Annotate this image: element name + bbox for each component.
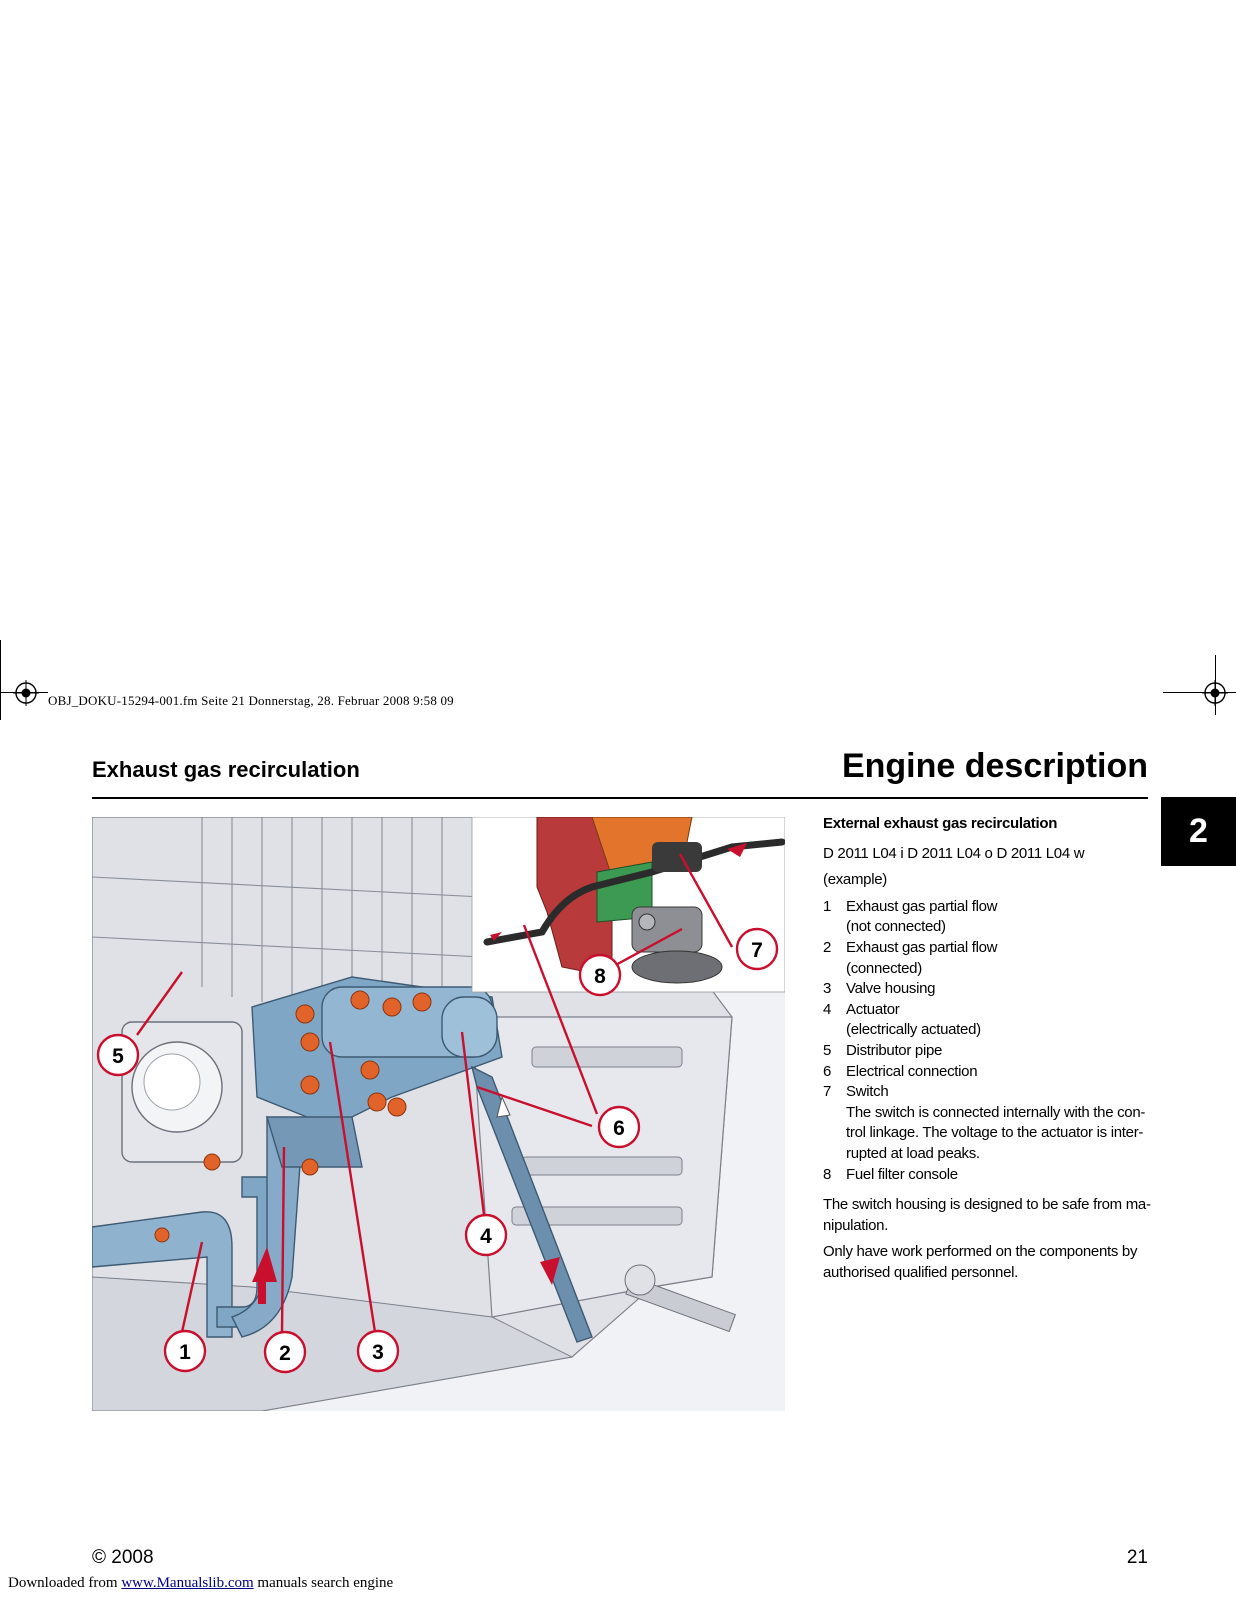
registration-mark-left-icon bbox=[13, 680, 39, 706]
legend-number: 3 bbox=[823, 980, 832, 998]
example-note: (example) bbox=[823, 871, 887, 889]
section-title: Exhaust gas recirculation bbox=[92, 757, 360, 782]
svg-text:5: 5 bbox=[112, 1045, 124, 1068]
tamper-note: The switch housing is designed to be saf… bbox=[823, 1195, 1153, 1236]
tamper-note-line: The switch housing is designed to be saf… bbox=[823, 1196, 1151, 1214]
legend-text: Valve housing bbox=[846, 980, 936, 998]
legend-item: 4 Actuator (electrically actuated) bbox=[823, 1000, 1153, 1041]
svg-text:1: 1 bbox=[179, 1341, 191, 1364]
bolts bbox=[154, 990, 432, 1243]
flow-arrows bbox=[252, 1095, 560, 1304]
legend-text: (connected) bbox=[846, 959, 922, 977]
svg-text:6: 6 bbox=[613, 1117, 625, 1140]
legend-item: 5 Distributor pipe bbox=[823, 1041, 1153, 1062]
legend-item: 8 Fuel filter console bbox=[823, 1165, 1153, 1186]
legend-number: 6 bbox=[823, 1062, 832, 1080]
header-rule bbox=[92, 797, 1148, 799]
egr-illustration: 1 2 3 4 5 6 7 8 bbox=[92, 817, 785, 1411]
legend-text: Electrical connection bbox=[846, 1062, 978, 1080]
legend-number: 1 bbox=[823, 897, 832, 915]
legend-text: rupted at load peaks. bbox=[846, 1144, 980, 1162]
legend-text: (electrically actuated) bbox=[846, 1021, 981, 1039]
legend-number: 8 bbox=[823, 1165, 832, 1183]
registration-mark-right-icon bbox=[1202, 680, 1228, 706]
page-number: 21 bbox=[1126, 1547, 1148, 1568]
personnel-note-line: Only have work performed on the componen… bbox=[823, 1243, 1138, 1261]
svg-text:3: 3 bbox=[372, 1341, 384, 1364]
tamper-note-line: nipulation. bbox=[823, 1216, 889, 1234]
chapter-title: Engine description bbox=[841, 747, 1148, 785]
legend-number: 7 bbox=[823, 1083, 832, 1101]
legend-text: The switch is connected internally with … bbox=[846, 1103, 1146, 1121]
engine-models: D 2011 L04 i D 2011 L04 o D 2011 L04 w bbox=[823, 844, 1085, 862]
svg-text:4: 4 bbox=[480, 1225, 492, 1248]
callout-leaders bbox=[136, 853, 734, 1333]
legend-text: Exhaust gas partial flow bbox=[846, 897, 998, 915]
legend-item: 2 Exhaust gas partial flow (connected) bbox=[823, 938, 1153, 979]
description-column: External exhaust gas recirculation D 201… bbox=[823, 814, 1153, 1283]
personnel-note-line: authorised qualified personnel. bbox=[823, 1263, 1019, 1281]
download-notice: Downloaded from www.Manualslib.com manua… bbox=[8, 1575, 393, 1592]
svg-text:2: 2 bbox=[279, 1342, 291, 1365]
copyright: © 2008 bbox=[92, 1547, 154, 1568]
manualslib-link[interactable]: www.Manualslib.com bbox=[121, 1575, 254, 1591]
legend-text: Switch bbox=[846, 1083, 889, 1101]
legend-number: 2 bbox=[823, 938, 832, 956]
description-heading: External exhaust gas recirculation bbox=[823, 815, 1058, 832]
svg-text:7: 7 bbox=[751, 939, 763, 962]
callout-5: 5 bbox=[96, 1033, 140, 1077]
download-prefix: Downloaded from bbox=[8, 1575, 122, 1591]
print-header: OBJ_DOKU-15294-001.fm Seite 21 Donnersta… bbox=[48, 693, 454, 708]
legend-text: trol linkage. The voltage to the actuato… bbox=[846, 1124, 1144, 1142]
legend-text: (not connected) bbox=[846, 918, 946, 936]
callout-7: 7 bbox=[735, 927, 779, 971]
callout-8: 8 bbox=[578, 953, 622, 997]
download-suffix: manuals search engine bbox=[253, 1575, 394, 1591]
callout-4: 4 bbox=[464, 1213, 508, 1257]
callout-2: 2 bbox=[263, 1330, 307, 1374]
legend-text: Actuator bbox=[846, 1000, 900, 1018]
legend-text: Exhaust gas partial flow bbox=[846, 938, 998, 956]
callout-1: 1 bbox=[163, 1329, 207, 1373]
legend-number: 4 bbox=[823, 1000, 832, 1018]
legend-item: 1 Exhaust gas partial flow (not connected… bbox=[823, 897, 1153, 938]
legend-list: 1 Exhaust gas partial flow (not connected… bbox=[823, 897, 1153, 1185]
chapter-tab: 2 bbox=[1161, 797, 1236, 866]
engine-block bbox=[92, 817, 737, 1411]
legend-number: 5 bbox=[823, 1041, 832, 1059]
legend-text: Fuel filter console bbox=[846, 1165, 958, 1183]
legend-item: 6 Electrical connection bbox=[823, 1062, 1153, 1083]
svg-text:8: 8 bbox=[594, 965, 606, 988]
callout-3: 3 bbox=[356, 1329, 400, 1373]
personnel-note: Only have work performed on the componen… bbox=[823, 1242, 1153, 1283]
callout-6: 6 bbox=[597, 1105, 641, 1149]
callouts: 1 2 3 4 5 6 7 8 bbox=[96, 927, 779, 1374]
inset-detail bbox=[471, 817, 785, 993]
legend-text: Distributor pipe bbox=[846, 1041, 943, 1059]
legend-item: 3 Valve housing bbox=[823, 979, 1153, 1000]
